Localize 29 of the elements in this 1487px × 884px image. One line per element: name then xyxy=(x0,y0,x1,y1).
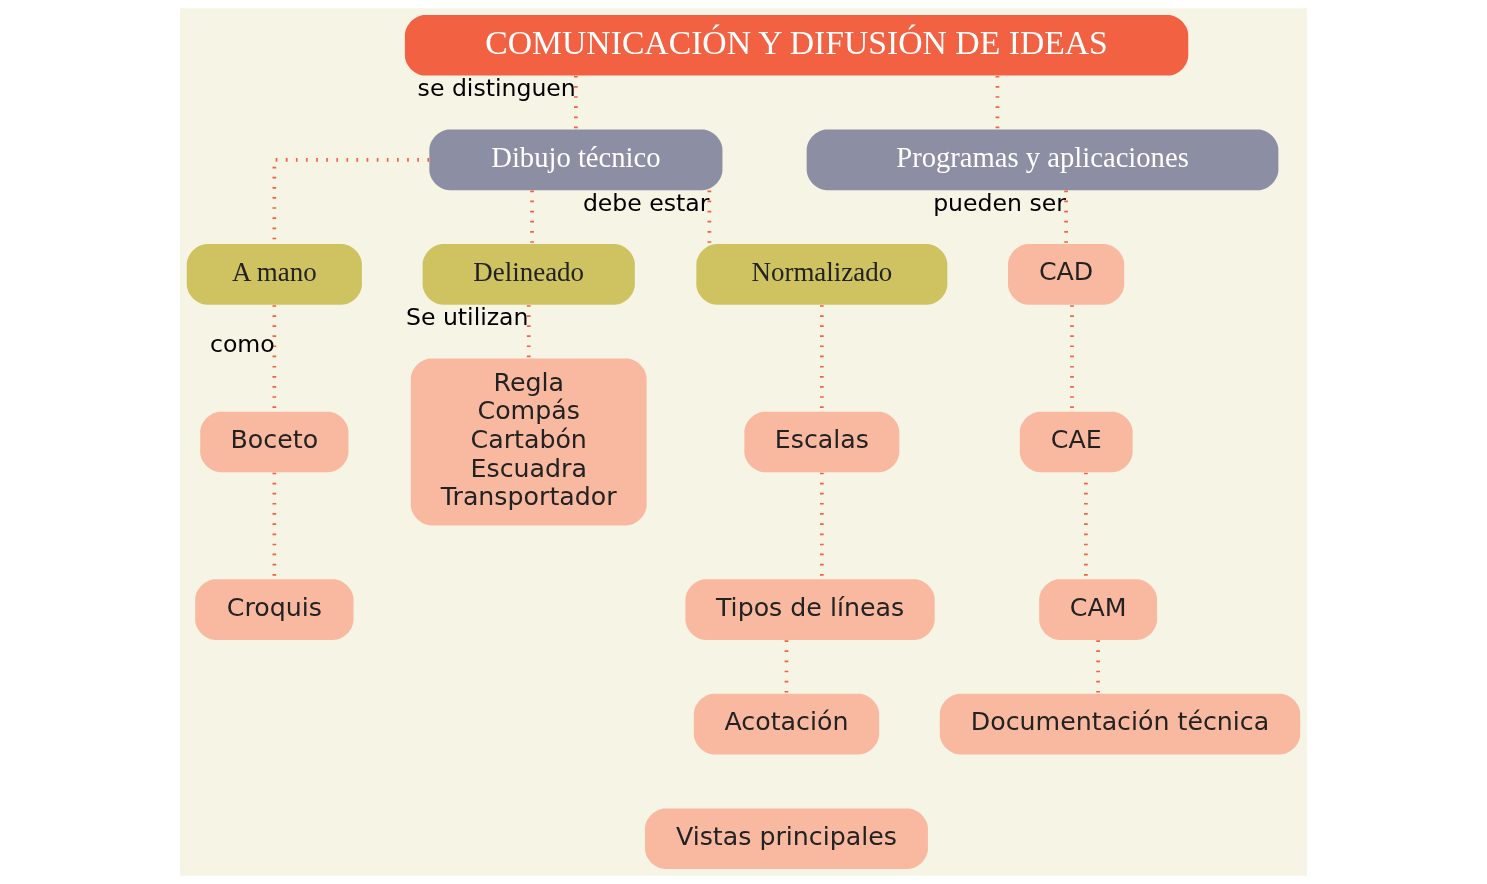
node-box: Vistas principales xyxy=(644,808,928,870)
connector xyxy=(707,190,712,244)
edge-label: se distinguen xyxy=(417,74,576,103)
node-box: Escalas xyxy=(744,411,900,473)
node-box: CAD xyxy=(1008,244,1125,305)
node-box: CAE xyxy=(1019,411,1133,473)
edge-label: como xyxy=(209,329,275,358)
node-box: Regla Compás Cartabón Escuadra Transportador xyxy=(410,358,647,526)
node-box: CAM xyxy=(1039,579,1158,640)
node-box: COMUNICACIÓN Y DIFUSIÓN DE IDEAS xyxy=(404,14,1189,76)
node-box: Croquis xyxy=(195,579,354,640)
node-box: Tipos de líneas xyxy=(685,579,935,640)
connector xyxy=(1064,190,1068,244)
node-box: Documentación técnica xyxy=(939,693,1301,755)
connector xyxy=(784,640,789,694)
edge-label: pueden ser xyxy=(933,188,1066,217)
node-box: A mano xyxy=(186,244,362,305)
edge-label: Se utilizan xyxy=(405,303,529,332)
node-box: Programas y aplicaciones xyxy=(806,129,1279,191)
connector xyxy=(995,75,1000,130)
connector xyxy=(530,190,534,244)
node-box: Boceto xyxy=(200,411,349,473)
edge-label: debe estar xyxy=(582,188,710,217)
node-box: Normalizado xyxy=(696,244,948,305)
node-box: Delineado xyxy=(422,244,635,305)
node-box: Dibujo técnico xyxy=(429,129,723,191)
connector xyxy=(1096,640,1100,694)
connector xyxy=(526,305,531,359)
node-box: Acotación xyxy=(693,693,880,755)
